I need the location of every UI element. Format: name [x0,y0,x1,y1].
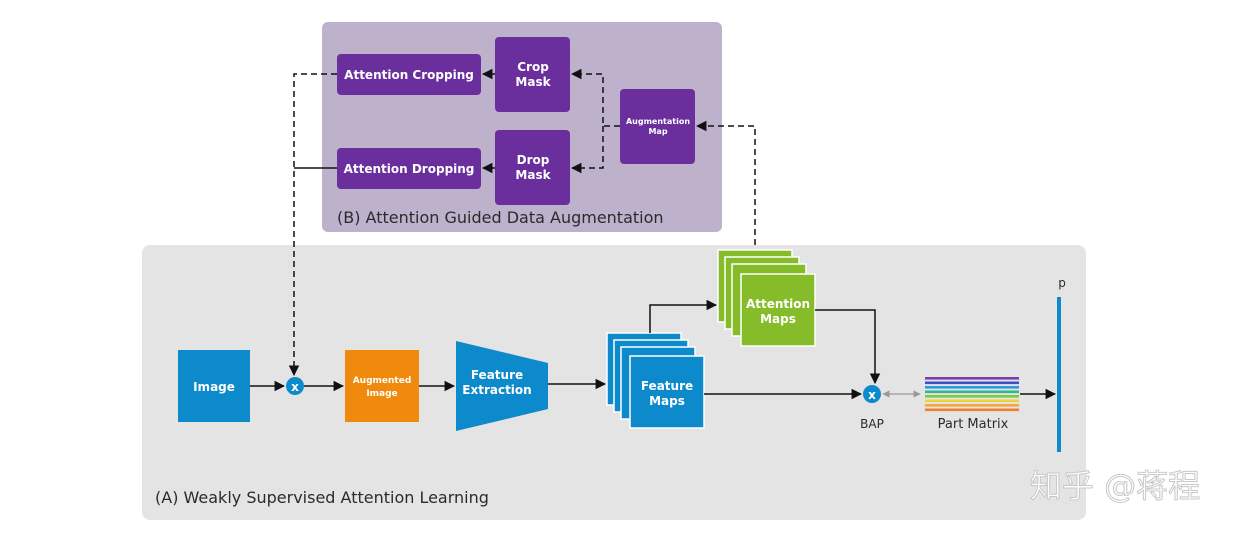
part-matrix-stripe [925,390,1019,394]
part-matrix-stripes [925,377,1019,412]
panel-b-title: (B) Attention Guided Data Augmentation [337,208,664,227]
feature-extraction-label-1: Feature [471,368,523,382]
feature-maps-label-2: Maps [649,394,685,408]
image-label: Image [193,380,235,394]
part-matrix-stripe [925,381,1019,385]
bap-node [863,385,881,403]
drop-mask-block [495,130,570,205]
crop-mask-block [495,37,570,112]
feature-extraction-block [456,341,548,431]
attention-maps-label-1: Attention [746,297,810,311]
arrow-augmap-to-drop-mask [570,126,604,174]
dashed-arrows [288,68,756,377]
solid-arrows [250,299,1057,400]
part-matrix-stripe [925,395,1019,398]
image-block [178,350,250,422]
part-matrix-stripe [925,404,1019,407]
augmentation-map-label-1: Augmentation [626,117,690,126]
part-matrix-stripe [925,399,1019,403]
p-vector [1057,297,1061,452]
augmentation-map-label-2: Map [648,127,667,136]
attention-maps-label-2: Maps [760,312,796,326]
part-matrix-stripe [925,377,1019,380]
arrow-cropping-to-multiply [288,73,337,377]
augmented-image-label-1: Augmented [353,376,412,386]
augmented-image-block [345,350,419,422]
attention-maps-stack [717,249,816,347]
arrow-attention-maps-to-bap [815,309,881,385]
multiply-symbol-input: x [291,380,299,394]
bap-label: BAP [860,417,884,431]
feature-maps-label-1: Feature [641,379,693,393]
multiply-symbol-bap: x [868,388,876,402]
augmentation-map-block [620,89,695,164]
arrow-augmap-to-crop-mask [570,68,620,127]
augmented-image-label-2: Image [366,389,397,399]
attention-cropping-block [337,54,481,95]
attention-dropping-block [337,148,481,189]
panel-a-title: (A) Weakly Supervised Attention Learning [155,488,489,507]
arrow-feature-maps-to-attention-maps [649,299,718,333]
crop-mask-label-1: Crop [517,60,549,74]
feature-maps-stack [606,332,705,429]
part-matrix-label: Part Matrix [938,417,1009,432]
watermark-text: 知乎 @蒋程 [1030,467,1200,505]
attention-dropping-label: Attention Dropping [344,162,475,176]
crop-mask-label-2: Mask [515,75,551,89]
part-matrix-stripe [925,408,1019,412]
drop-mask-label-2: Mask [515,168,551,182]
part-matrix-stripe [925,386,1019,389]
drop-mask-label-1: Drop [517,153,550,167]
feature-extraction-label-2: Extraction [462,383,531,397]
multiply-node-input [286,377,304,395]
p-label: p [1058,276,1066,290]
attention-cropping-label: Attention Cropping [344,68,474,82]
